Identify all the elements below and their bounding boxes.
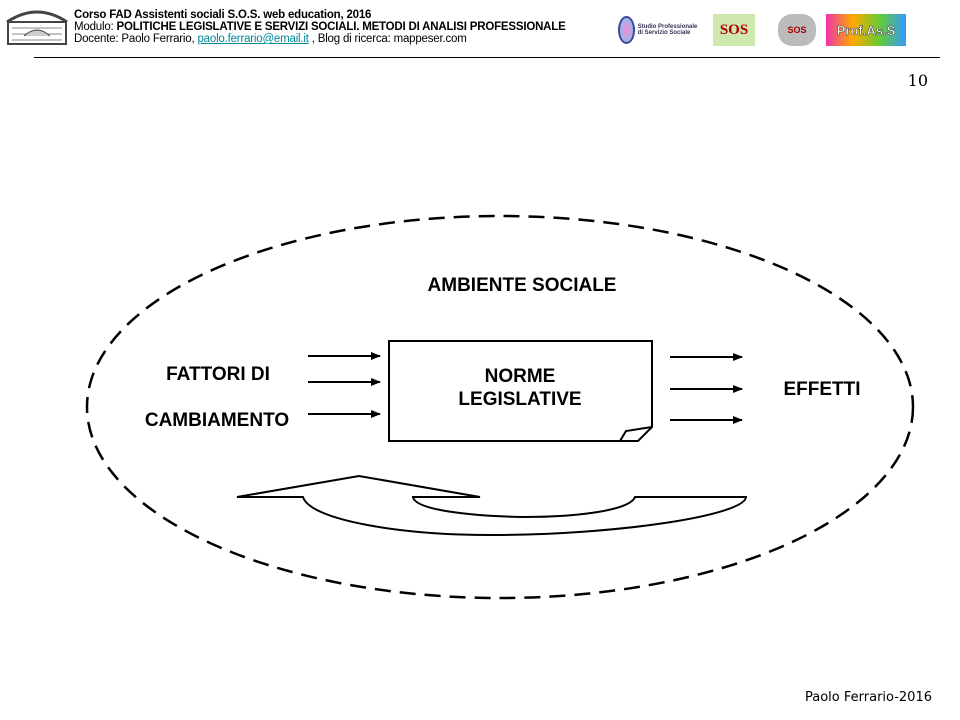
norms-box — [388, 340, 653, 442]
logo-sos-video: SOS — [778, 14, 816, 46]
course-title: Corso FAD Assistenti sociali S.O.S. web … — [74, 9, 372, 21]
output-arrows — [670, 353, 743, 424]
factors-label-line1: FATTORI DI — [166, 364, 270, 385]
course-header: Corso FAD Assistenti sociali S.O.S. web … — [74, 9, 566, 45]
social-environment-ellipse — [85, 214, 915, 600]
logo-sos: SOS — [713, 14, 755, 46]
logo-studio-professionale: Studio Professionale di Servizio Sociale — [618, 14, 698, 46]
norms-label-line2: LEGISLATIVE — [458, 389, 582, 410]
environment-label: AMBIENTE SOCIALE — [427, 275, 617, 296]
email-link[interactable]: paolo.ferrario@email.it — [197, 33, 309, 45]
module-label: Modulo: — [74, 21, 117, 33]
feedback-arrow — [236, 474, 748, 537]
factors-label-line2: CAMBIAMENTO — [144, 410, 290, 431]
logo-profass: Prof.As.S — [826, 14, 906, 46]
blog-label: , Blog di ricerca: mappeser.com — [308, 33, 467, 45]
course-logo-icon — [6, 10, 68, 45]
effects-label: EFFETTI — [783, 379, 861, 400]
norms-label-line1: NORME — [484, 366, 556, 387]
page-number: 10 — [907, 71, 928, 90]
header-divider — [34, 57, 940, 58]
footer-author: Paolo Ferrario-2016 — [805, 690, 932, 705]
module-title: POLITICHE LEGISLATIVE E SERVIZI SOCIALI.… — [116, 21, 566, 33]
teacher-label: Docente: Paolo Ferrario, — [74, 33, 198, 45]
folded-corner — [619, 426, 653, 442]
input-arrows — [308, 352, 381, 418]
